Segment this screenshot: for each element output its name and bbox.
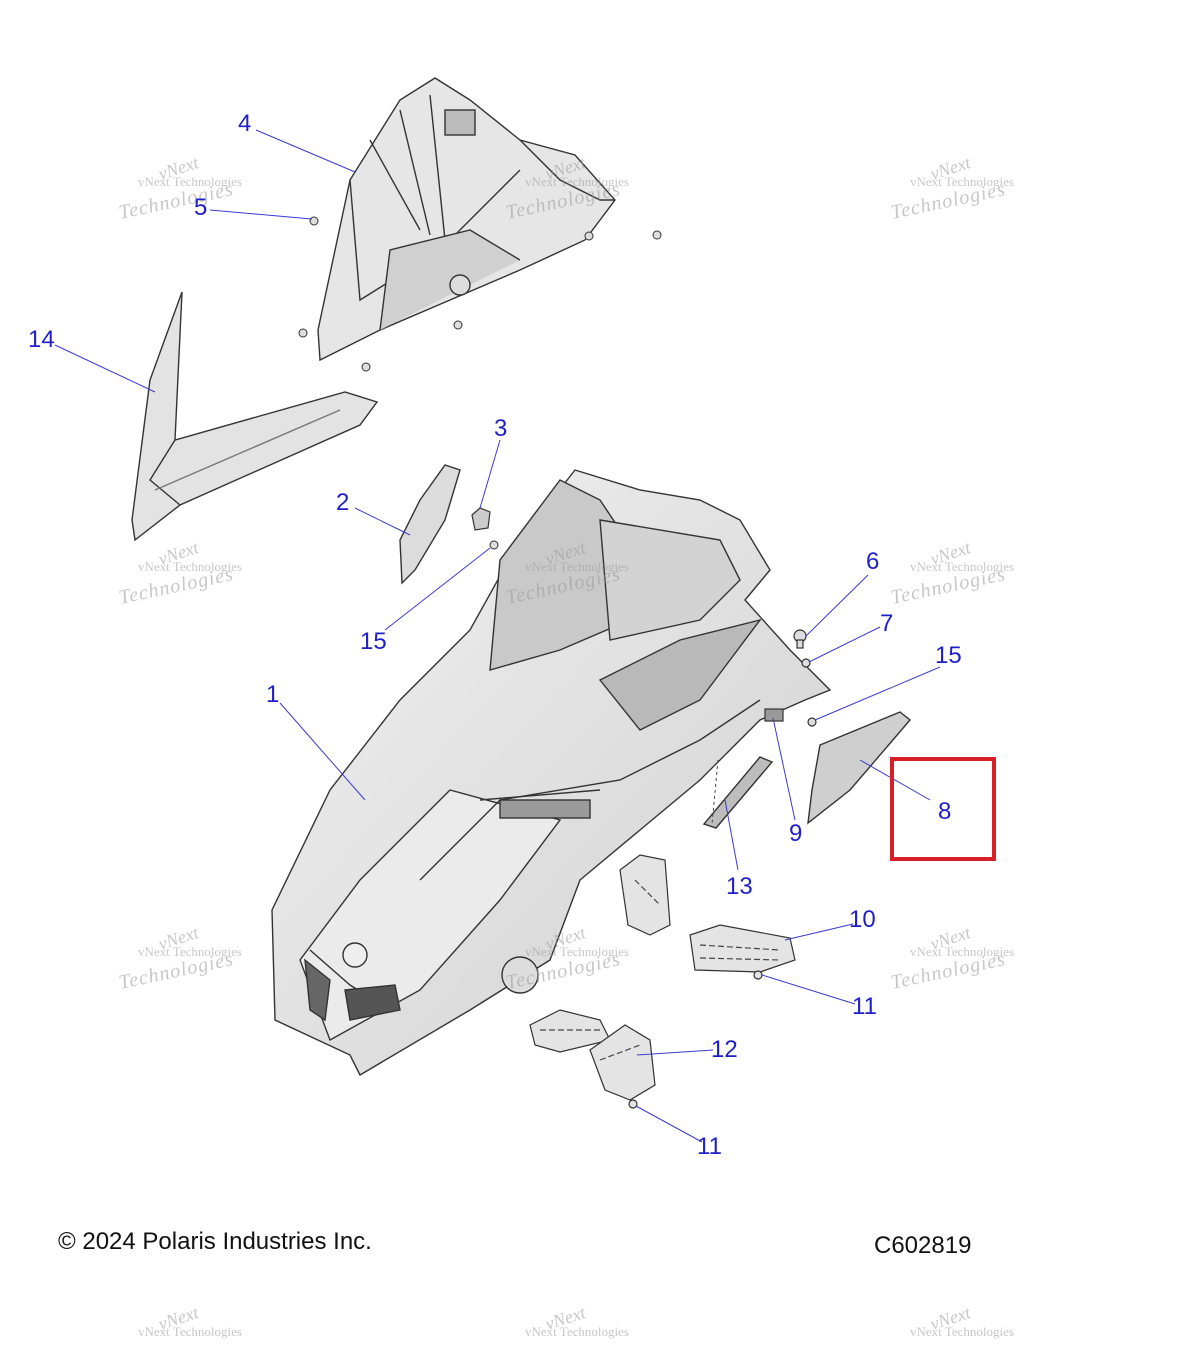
copyright-text: © 2024 Polaris Industries Inc. <box>58 1228 372 1255</box>
drawing-code: C602819 <box>874 1232 972 1259</box>
callout-7[interactable]: 7 <box>880 610 894 637</box>
callout-9[interactable]: 9 <box>789 820 803 847</box>
callout-1[interactable]: 1 <box>266 681 280 708</box>
side-piece-part-8 <box>807 711 912 825</box>
screw-15a <box>489 540 499 550</box>
hood-part <box>271 469 832 1076</box>
callout-5[interactable]: 5 <box>194 194 208 221</box>
callout-3[interactable]: 3 <box>494 415 508 442</box>
windshield-part <box>317 77 616 362</box>
callout-4[interactable]: 4 <box>238 110 252 137</box>
callout-11[interactable]: 11 <box>852 993 877 1020</box>
strip-part-13 <box>702 756 774 829</box>
clip-part-3 <box>471 507 491 531</box>
screws-top <box>298 216 662 372</box>
callout-2[interactable]: 2 <box>336 489 350 516</box>
callout-6[interactable]: 6 <box>866 548 880 575</box>
hardware-right <box>764 629 817 727</box>
callout-14[interactable]: 14 <box>28 326 55 353</box>
dashed-guide <box>711 759 719 825</box>
trim-part-2 <box>399 464 461 585</box>
callout-8[interactable]: 8 <box>938 798 952 825</box>
highlight-box <box>890 757 996 861</box>
callout-11[interactable]: 11 <box>697 1133 722 1160</box>
callout-13[interactable]: 13 <box>726 873 753 900</box>
callout-15[interactable]: 15 <box>360 628 387 655</box>
side-panel-part <box>131 291 379 542</box>
callout-10[interactable]: 10 <box>849 906 876 933</box>
grille-parts <box>529 854 796 1109</box>
callout-15[interactable]: 15 <box>935 642 962 669</box>
leader-lines <box>54 129 941 1143</box>
callout-12[interactable]: 12 <box>711 1036 738 1063</box>
